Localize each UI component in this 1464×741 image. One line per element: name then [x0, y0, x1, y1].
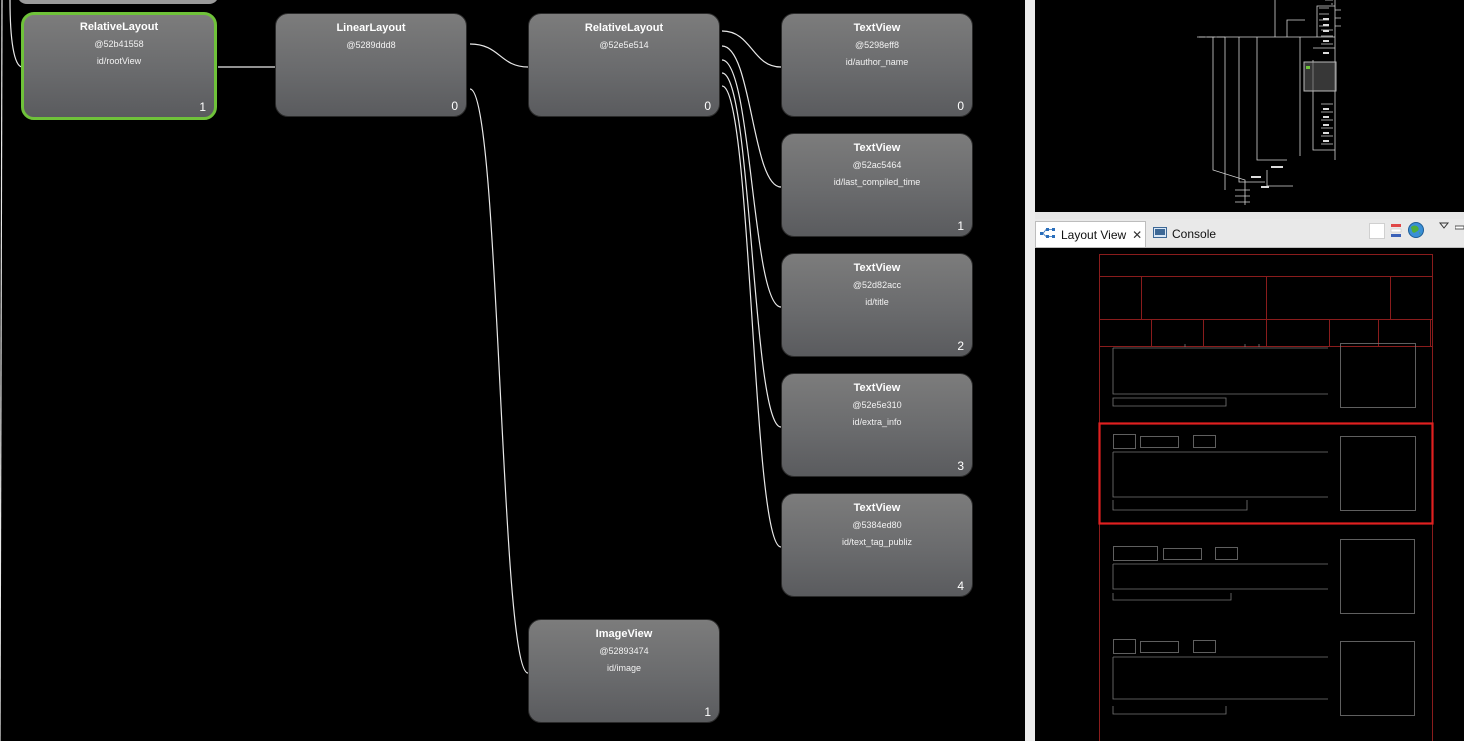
tab-console-label: Console — [1172, 227, 1217, 241]
connector-line — [721, 45, 782, 188]
node-id: id/title — [865, 297, 889, 307]
node-hash: @5384ed80 — [852, 520, 902, 530]
node-hash: @52e5e310 — [852, 400, 902, 410]
node-index: 0 — [957, 99, 964, 113]
tab-layout-view[interactable]: Layout View ✕ — [1035, 221, 1146, 247]
tab-console[interactable]: Console — [1148, 221, 1220, 247]
node-hash: @5289ddd8 — [346, 40, 396, 50]
connector-line — [721, 30, 782, 68]
node-id: id/text_tag_publiz — [841, 537, 913, 547]
globe-icon[interactable] — [1407, 221, 1425, 244]
node-hash: @52e5e514 — [599, 40, 649, 50]
node-textview-author[interactable]: TextView @5298eff8 id/author_name 0 — [781, 13, 973, 117]
node-textview-title[interactable]: TextView @52d82acc id/title 2 — [781, 253, 973, 357]
node-id: id/extra_info — [852, 417, 902, 427]
close-icon[interactable]: ✕ — [1132, 227, 1143, 242]
node-textview-tag[interactable]: TextView @5384ed80 id/text_tag_publiz 4 — [781, 493, 973, 597]
node-id: id/author_name — [845, 57, 909, 67]
node-index: 1 — [957, 219, 964, 233]
layout-wireframe — [1098, 254, 1434, 741]
console-icon — [1153, 226, 1167, 242]
node-linearlayout[interactable]: LinearLayout @5289ddd8 0 — [275, 13, 467, 117]
node-hash: @52d82acc — [852, 280, 902, 290]
connector-line — [469, 43, 529, 68]
tree-icon — [1040, 227, 1056, 242]
vertical-splitter[interactable] — [1025, 0, 1035, 741]
horizontal-splitter[interactable] — [1035, 212, 1464, 219]
node-index: 2 — [957, 339, 964, 353]
node-index: 0 — [704, 99, 711, 113]
node-index: 1 — [704, 705, 711, 719]
node-id: id/last_compiled_time — [833, 177, 921, 187]
node-root-relativelayout[interactable]: RelativeLayout @52b41558 id/rootView 1 — [21, 12, 217, 120]
node-relativelayout[interactable]: RelativeLayout @52e5e514 0 — [528, 13, 720, 117]
white-square-icon[interactable] — [1369, 223, 1385, 244]
node-textview-compiled[interactable]: TextView @52ac5464 id/last_compiled_time… — [781, 133, 973, 237]
connector-line — [469, 88, 529, 674]
node-hash: @5298eff8 — [854, 40, 899, 50]
overview-selected-node — [1306, 66, 1310, 69]
node-hash: @52893474 — [599, 646, 649, 656]
connector-line — [721, 85, 782, 548]
node-index: 3 — [957, 459, 964, 473]
connector-line — [9, 0, 23, 68]
view-hierarchy-canvas[interactable]: RelativeLayout @52b41558 id/rootView 1 L… — [0, 0, 1025, 741]
node-type: TextView — [853, 382, 901, 394]
node-index: 4 — [957, 579, 964, 593]
node-type: RelativeLayout — [584, 22, 664, 34]
tab-layout-view-label: Layout View — [1061, 227, 1127, 242]
node-hash: @52ac5464 — [852, 160, 902, 170]
view-menu-icon[interactable] — [1438, 219, 1450, 237]
node-type: TextView — [853, 22, 901, 34]
tree-overview-minimap — [1197, 0, 1341, 205]
node-textview-extra[interactable]: TextView @52e5e310 id/extra_info 3 — [781, 373, 973, 477]
node-type: TextView — [853, 262, 901, 274]
connector-line — [0, 0, 3, 741]
view-tab-bar: Layout View ✕ Console — [1035, 219, 1464, 248]
color-swatch-icon[interactable] — [1390, 223, 1402, 244]
node-type: RelativeLayout — [79, 21, 159, 33]
node-id: id/image — [606, 663, 642, 673]
node-id: id/rootView — [96, 56, 142, 66]
node-type: TextView — [853, 142, 901, 154]
node-index: 0 — [451, 99, 458, 113]
connector-line — [721, 72, 782, 428]
tree-overview-panel[interactable] — [1035, 0, 1464, 212]
node-imageview[interactable]: ImageView @52893474 id/image 1 — [528, 619, 720, 723]
selected-view-bounds — [1098, 422, 1434, 525]
node-index: 1 — [199, 100, 206, 114]
selection-tooltip-tab — [17, 0, 219, 4]
node-type: TextView — [853, 502, 901, 514]
node-type: ImageView — [595, 628, 653, 640]
connector-lines — [0, 0, 782, 741]
node-type: LinearLayout — [336, 22, 406, 34]
connector-line — [721, 59, 782, 308]
layout-wireframe-panel[interactable] — [1035, 248, 1464, 741]
node-hash: @52b41558 — [94, 39, 144, 49]
minimize-icon[interactable] — [1454, 221, 1464, 239]
